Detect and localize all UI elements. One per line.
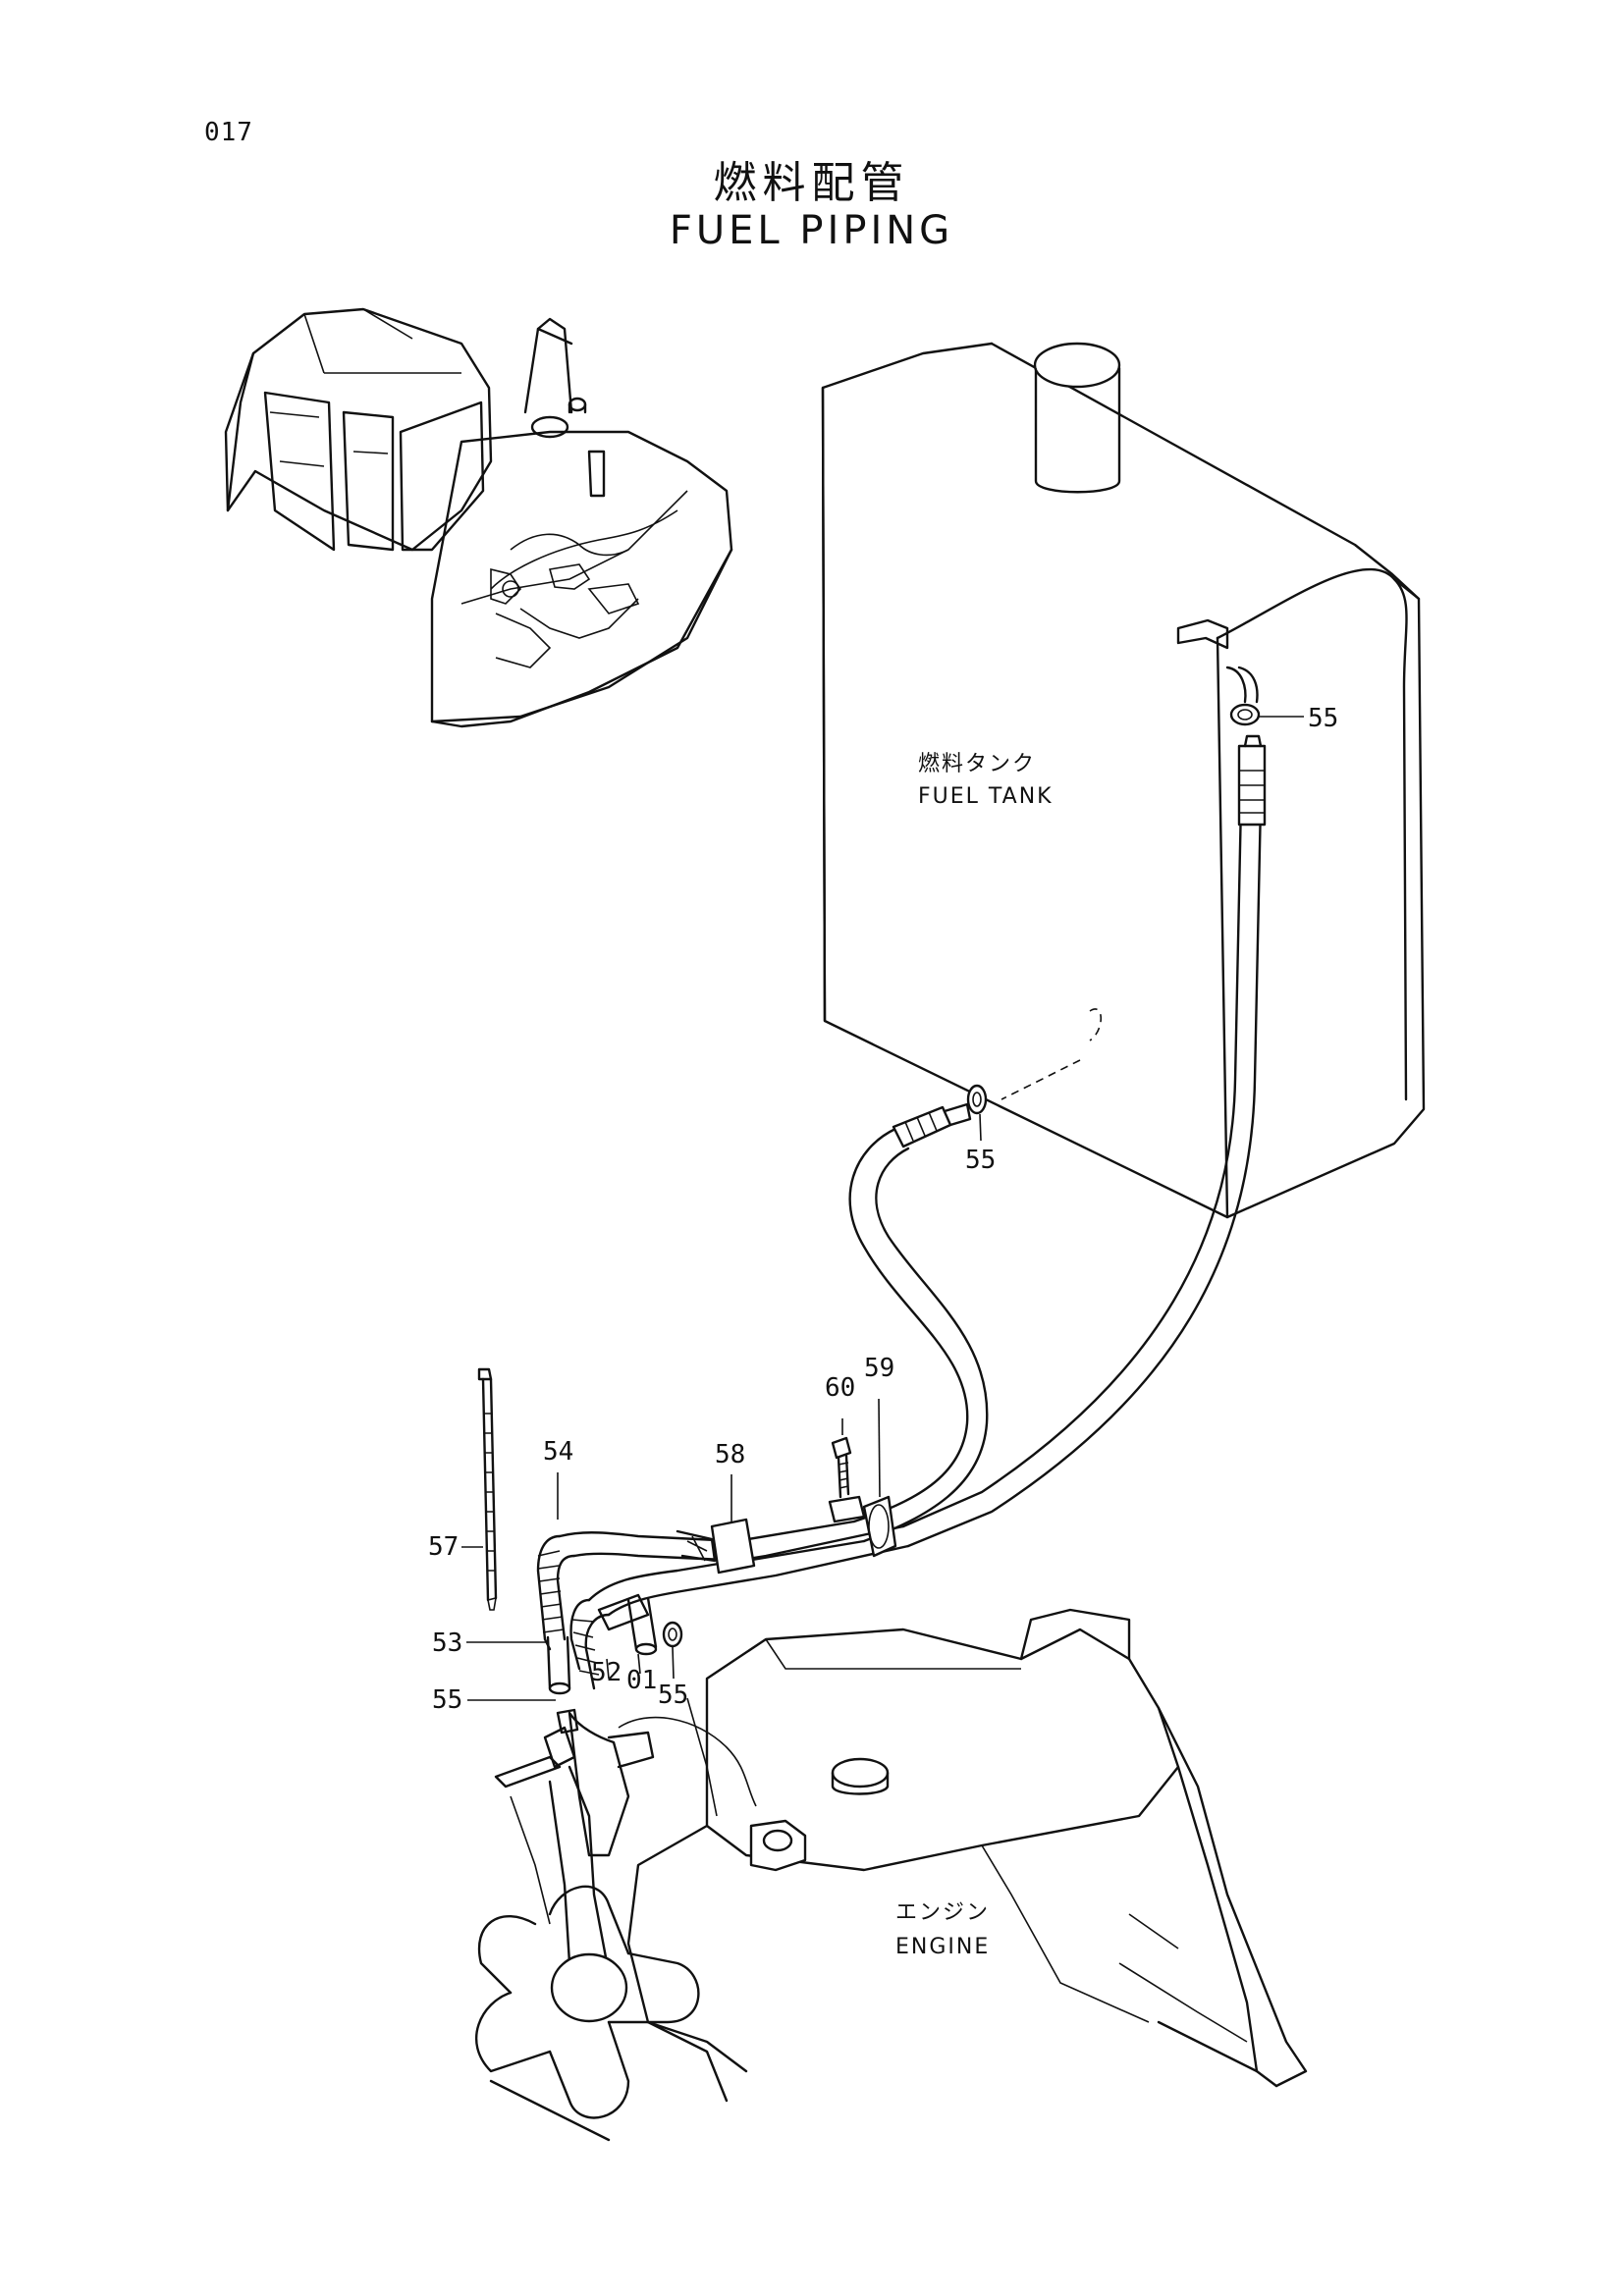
page-title-japanese: 燃料配管 <box>713 158 910 208</box>
page-title-english: FUEL PIPING <box>669 208 954 253</box>
callout-58: 58 <box>715 1440 745 1469</box>
callout-01: 01 <box>626 1666 657 1695</box>
return-hose <box>901 703 1267 1548</box>
callout-57: 57 <box>428 1532 459 1562</box>
callout-55-pump: 55 <box>658 1681 688 1710</box>
engine-label-japanese: エンジン <box>895 1900 990 1925</box>
callout-59: 59 <box>864 1354 894 1383</box>
callout-54: 54 <box>543 1437 573 1467</box>
page-number: 017 <box>204 118 253 147</box>
callout-53: 53 <box>432 1629 462 1658</box>
callout-55-tank-return: 55 <box>1308 704 1338 733</box>
callout-60: 60 <box>825 1373 855 1403</box>
callout-52: 52 <box>591 1658 622 1687</box>
engine <box>474 1608 1308 2142</box>
callout-55-filter: 55 <box>432 1685 462 1715</box>
excavator-overview-illustration <box>224 307 733 728</box>
engine-label-english: ENGINE <box>895 1935 990 1959</box>
callout-55-tank-outlet: 55 <box>965 1146 996 1175</box>
callout-leaders <box>461 716 1304 1701</box>
fuel-tank-label-english: FUEL TANK <box>918 784 1054 809</box>
supply-hose <box>848 1084 989 1543</box>
lower-piping-assembly <box>477 1367 910 1735</box>
fuel-tank-label-japanese: 燃料タンク <box>918 752 1036 776</box>
fuel-tank <box>821 342 1426 1219</box>
